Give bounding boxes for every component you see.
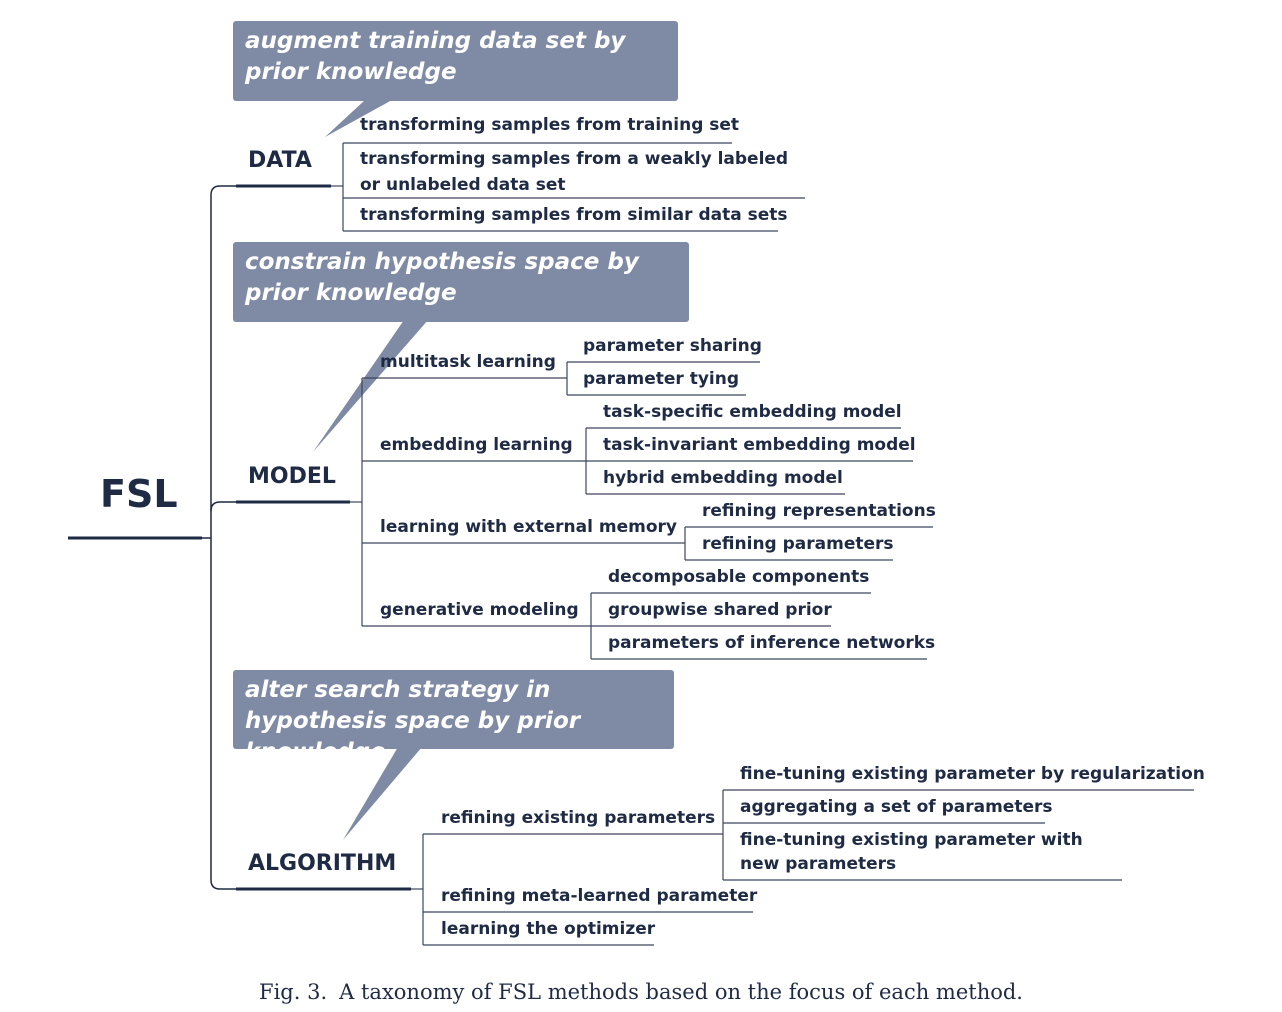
trunk-to-model [210,501,236,512]
model-item-parameter-tying: parameter tying [583,369,740,389]
model-item-decomposable: decomposable components [608,567,870,587]
model-group-generative: generative modeling [380,600,579,620]
data-category-label: DATA [248,148,312,173]
category-underlines [236,184,411,891]
model-connectors [350,361,933,660]
algorithm-connectors [411,789,1194,946]
algorithm-group-optimizer: learning the optimizer [441,919,656,939]
trunk [210,185,221,890]
data-item-training-set: transforming samples from training set [360,115,740,135]
model-callout-pointer [313,320,428,452]
model-item-refining-representations: refining representations [702,501,936,521]
callout-pointers [313,100,428,840]
model-group-multitask: multitask learning [380,352,556,372]
data-item-weakly-labeled: transforming samples from a weakly label… [360,149,789,195]
algorithm-group-meta-learned: refining meta-learned parameter [441,886,758,906]
model-group-external-memory: learning with external memory [380,517,677,537]
algorithm-category-label: ALGORITHM [248,851,397,876]
algorithm-group-refining-existing: refining existing parameters [441,808,716,828]
algorithm-callout-pointer [343,747,422,840]
root-connectors [68,185,236,890]
model-item-parameter-sharing: parameter sharing [583,336,762,356]
data-connectors [331,142,805,232]
figure-caption: Fig. 3. A taxonomy of FSL methods based o… [0,980,1282,1004]
model-item-task-specific: task-specific embedding model [603,402,902,422]
algorithm-item-aggregating: aggregating a set of parameters [740,797,1053,817]
root-label: FSL [100,472,178,516]
data-item-similar-data-sets: transforming samples from similar data s… [360,205,788,225]
algorithm-callout: alter search strategy in hypothesis spac… [233,670,674,765]
model-item-refining-parameters: refining parameters [702,534,894,554]
data-callout-pointer [325,100,392,137]
algorithm-item-new-parameters: fine-tuning existing parameter with new … [740,830,1083,874]
model-group-embedding: embedding learning [380,435,573,455]
model-category-label: MODEL [248,464,336,489]
model-item-groupwise: groupwise shared prior [608,600,832,620]
caption-text: A taxonomy of FSL methods based on the f… [339,980,1023,1004]
data-callout: augment training data set by prior knowl… [233,21,678,101]
model-item-hybrid: hybrid embedding model [603,468,843,488]
model-item-task-invariant: task-invariant embedding model [603,435,916,455]
model-callout: constrain hypothesis space by prior know… [233,242,689,322]
model-item-inference-networks: parameters of inference networks [608,633,936,653]
caption-fig-label: Fig. 3. [259,980,328,1004]
algorithm-item-regularization: fine-tuning existing parameter by regula… [740,764,1205,784]
